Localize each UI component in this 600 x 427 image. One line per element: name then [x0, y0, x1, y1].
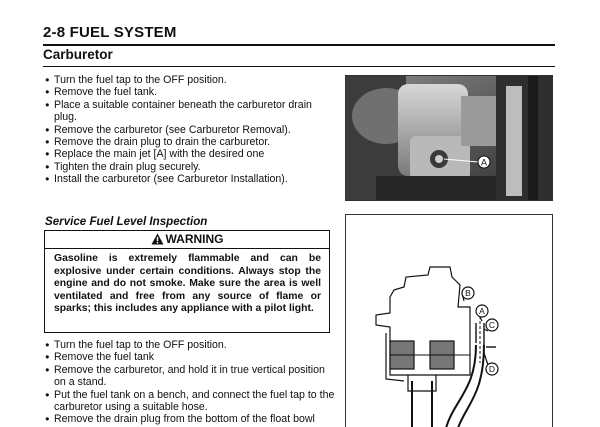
warning-label: WARNING	[165, 232, 224, 246]
warning-text: Gasoline is extremely flammable and can …	[54, 253, 321, 315]
step-item: Remove the carburetor, and hold it in tr…	[45, 364, 335, 389]
warning-box: WARNING Gasoline is extremely flammable …	[44, 230, 330, 333]
step-item: Remove the drain plug to drain the carbu…	[45, 136, 335, 149]
fuel-level-diagram: B A C D	[345, 214, 553, 427]
step-item: Turn the fuel tap to the OFF position.	[45, 339, 335, 352]
photo-callout-a: A	[481, 158, 487, 168]
step-item: Remove the drain plug from the bottom of…	[45, 413, 335, 426]
diagram-callout-a: A	[479, 306, 485, 316]
carburetor-photo: A	[345, 75, 553, 201]
warning-header: WARNING	[45, 231, 329, 249]
subsection-title: Service Fuel Level Inspection	[45, 215, 208, 228]
section-title: Carburetor	[43, 47, 113, 62]
warning-triangle-icon	[151, 233, 163, 245]
step-item: Install the carburetor (see Carburetor I…	[45, 173, 335, 186]
page-header: 2-8 FUEL SYSTEM	[43, 24, 177, 41]
section-rule	[43, 66, 555, 67]
header-rule	[43, 44, 555, 46]
step-item: Remove the fuel tank	[45, 351, 335, 364]
step-item: Remove the carburetor (see Carburetor Re…	[45, 124, 335, 137]
step-item: Put the fuel tank on a bench, and connec…	[45, 389, 335, 414]
diagram-callout-b: B	[465, 288, 471, 298]
step-item: Place a suitable container beneath the c…	[45, 99, 335, 124]
step-item: Remove the fuel tank.	[45, 86, 335, 99]
diagram-callout-c: C	[489, 320, 495, 330]
diagram-callout-d: D	[489, 364, 495, 374]
step-item: Tighten the drain plug securely.	[45, 161, 335, 174]
carburetor-steps: Turn the fuel tap to the OFF position.Re…	[45, 74, 335, 186]
step-item: Replace the main jet [A] with the desire…	[45, 148, 335, 161]
inspection-steps: Turn the fuel tap to the OFF position.Re…	[45, 339, 335, 426]
step-item: Turn the fuel tap to the OFF position.	[45, 74, 335, 87]
